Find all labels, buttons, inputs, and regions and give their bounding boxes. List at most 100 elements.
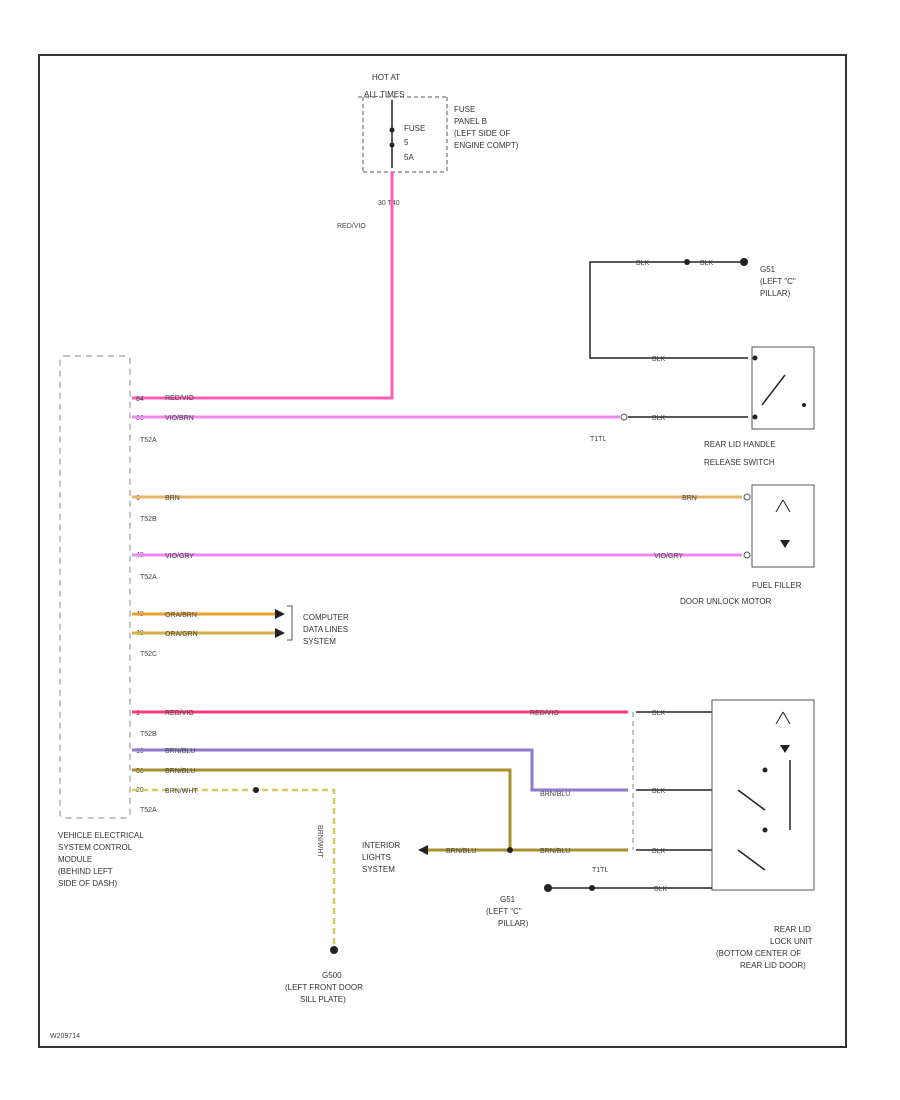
g51-bot-label-1: G51 (500, 895, 516, 904)
splice (684, 259, 690, 265)
hot-label-2: ALL TIMES (364, 90, 404, 99)
wire-red-vio-feed (132, 172, 394, 400)
connector-label: T52B (140, 731, 157, 738)
fuse-terminal-label: 30 T40 (378, 200, 400, 207)
wire-label: BRN/BLU (165, 768, 195, 775)
hot-label-1: HOT AT (372, 73, 400, 82)
wire-label: BRN/WHT (316, 825, 323, 858)
wire-label: BRN/BLU (165, 748, 195, 755)
wire-label: VIO/GRY (165, 553, 194, 560)
g51-top-label-1: G51 (760, 265, 776, 274)
g51-top-label-3: PILLAR) (760, 289, 791, 298)
switch-symbol (752, 355, 806, 420)
ground-wire-top (589, 261, 748, 359)
module-label-5: SIDE OF DASH) (58, 879, 117, 888)
wire-label: BRN (682, 495, 697, 502)
connector-label: T1TL (590, 436, 606, 443)
g500-label-3: SILL PLATE) (300, 995, 346, 1004)
wire-label: ORA/GRN (165, 631, 198, 638)
connector-pin (620, 413, 628, 421)
lock-label-4: REAR LID DOOR) (740, 961, 806, 970)
connector-label: T1TL (592, 867, 608, 874)
wire-label: RED/VIO (530, 710, 559, 717)
fuse-label-1: FUSE (404, 124, 425, 133)
wire-label: BLK (700, 260, 714, 267)
pin-label: 20 (136, 787, 144, 794)
rear-lid-switch-label-1: REAR LID HANDLE (704, 440, 776, 449)
ground-point (330, 946, 338, 954)
connector-label: T52B (140, 516, 157, 523)
fuel-filler-label-2: DOOR UNLOCK MOTOR (680, 597, 772, 606)
wire-label: BLK (652, 415, 666, 422)
splice (589, 885, 595, 891)
figure-id: W209714 (50, 1033, 80, 1040)
fuse-panel-label-2: PANEL B (454, 117, 487, 126)
wire-brn-blu-2 (132, 768, 628, 852)
connector-label: T52A (140, 574, 157, 581)
fuse-symbol (389, 100, 395, 168)
wire-label: BLK (652, 848, 666, 855)
fuse-panel-box (358, 96, 448, 173)
g51-top-label-2: (LEFT "C" (760, 277, 796, 286)
module-label-4: (BEHIND LEFT (58, 867, 113, 876)
wire-label: BLK (654, 886, 668, 893)
module-label-3: MODULE (58, 855, 92, 864)
wire-label: VIO/GRY (654, 553, 683, 560)
wire-label: VIO/BRN (165, 415, 194, 422)
fuel-filler-motor (751, 484, 815, 568)
wire-label: BRN/BLU (446, 848, 476, 855)
wire-label: ORA/BRN (165, 612, 197, 619)
interior-lights-label-3: SYSTEM (362, 865, 395, 874)
wire-label-top: RED/VIO (337, 223, 366, 230)
fuse-label-3: 5A (404, 153, 414, 162)
bracket (287, 605, 293, 641)
wire-label: BRN/BLU (540, 848, 570, 855)
pin-label: 84 (136, 396, 144, 403)
wire-label: RED/VIO (165, 395, 194, 402)
g51-bot-label-2: (LEFT "C" (486, 907, 522, 916)
connector-label: T52A (140, 437, 157, 444)
splice (253, 787, 259, 793)
fuel-filler-label-1: FUEL FILLER (752, 581, 802, 590)
wire-label: BLK (636, 260, 650, 267)
fuse-label-2: 5 (404, 138, 409, 147)
lock-label-3: (BOTTOM CENTER OF (716, 949, 801, 958)
rear-lid-handle-switch (751, 346, 815, 430)
fuse-panel-label-4: ENGINE COMPT) (454, 141, 519, 150)
module-label-2: SYSTEM CONTROL (58, 843, 133, 852)
rear-lid-switch-label-2: RELEASE SWITCH (704, 458, 775, 467)
wire-label: BRN/WHT (165, 788, 198, 795)
ground-point (544, 884, 552, 892)
lock-label-1: REAR LID (774, 925, 811, 934)
wire-label: BRN (165, 495, 180, 502)
wire-brn-blu-1 (132, 748, 628, 792)
control-module-box (59, 355, 131, 819)
module-label-1: VEHICLE ELECTRICAL (58, 831, 144, 840)
lock-switch-symbols (737, 711, 791, 871)
wire-label: RED/VIO (165, 710, 194, 717)
wire-brn-wht (132, 788, 336, 948)
wire-label: BLK (652, 710, 666, 717)
arrow-head (275, 628, 285, 638)
wire-label: BLK (652, 356, 666, 363)
interior-lights-label-2: LIGHTS (362, 853, 391, 862)
g500-label-2: (LEFT FRONT DOOR (285, 983, 363, 992)
interior-lights-label-1: INTERIOR (362, 841, 400, 850)
arrow-head (418, 845, 428, 855)
arrow-head (275, 609, 285, 619)
lock-label-2: LOCK UNIT (770, 937, 813, 946)
connector-label: T52A (140, 807, 157, 814)
fuse-panel-label-1: FUSE (454, 105, 475, 114)
motor-symbol (743, 493, 791, 559)
computer-data-label-1: COMPUTER (303, 613, 349, 622)
connector-label: T52C (140, 651, 157, 658)
computer-data-label-2: DATA LINES (303, 625, 348, 634)
splice (507, 847, 513, 853)
g500-label-1: G500 (322, 971, 342, 980)
rear-lid-lock-unit (711, 699, 815, 891)
wire-label: BRN/BLU (540, 791, 570, 798)
wire-label: BLK (652, 788, 666, 795)
computer-data-label-3: SYSTEM (303, 637, 336, 646)
fuse-panel-label-3: (LEFT SIDE OF (454, 129, 510, 138)
